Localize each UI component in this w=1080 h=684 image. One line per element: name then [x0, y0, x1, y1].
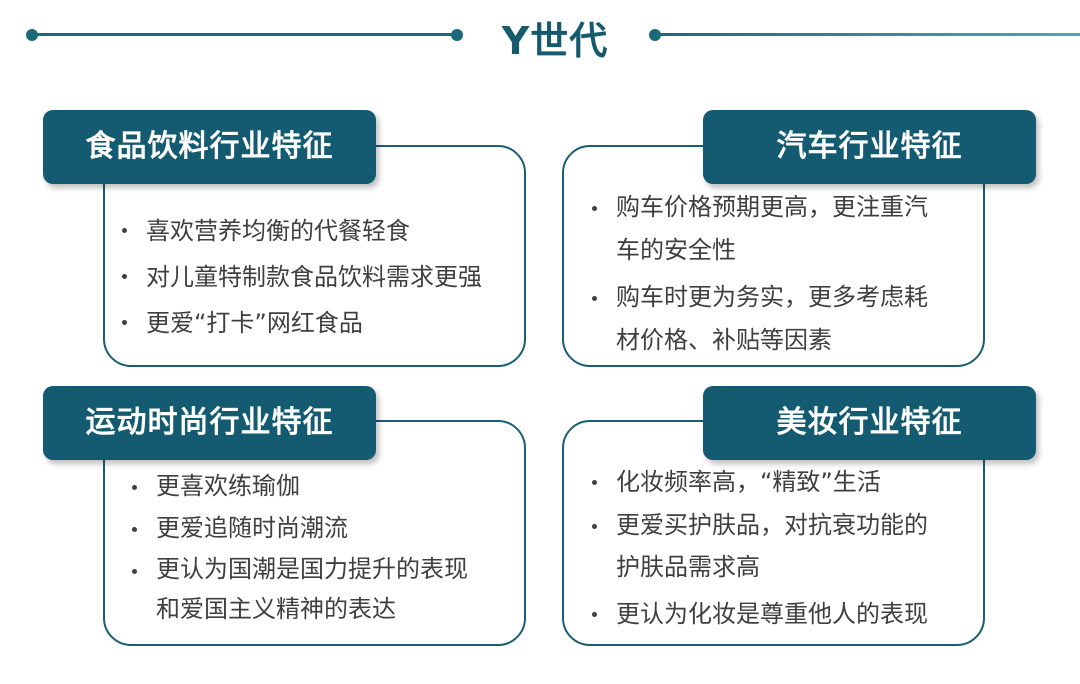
panel-food-beverage-heading: 食品饮料行业特征 [43, 110, 376, 184]
list-item-line: 材价格、补贴等因素 [616, 326, 832, 354]
list-item: 更喜欢练瑜伽 [122, 465, 468, 507]
list-item-line: 更爱买护肤品，对抗衰功能的 [616, 511, 928, 539]
title-divider-left [32, 33, 457, 36]
title-divider-dot [451, 28, 463, 41]
list-item-line: 和爱国主义精神的表达 [156, 595, 396, 623]
panel-sports-fashion-list: 更喜欢练瑜伽 更爱追随时尚潮流 更认为国潮是国力提升的表现 和爱国主义精神的表达 [122, 465, 468, 633]
list-item: 更爱买护肤品，对抗衰功能的 护肤品需求高 [582, 504, 928, 588]
list-item-line: 更认为国潮是国力提升的表现 [156, 555, 468, 583]
list-item-line: 购车时更为务实，更多考虑耗 [616, 283, 928, 311]
list-item: 更爱追随时尚潮流 [122, 507, 468, 549]
list-item: 更爱“打卡”网红食品 [112, 300, 482, 346]
panel-auto-list: 购车价格预期更高，更注重汽 车的安全性 购车时更为务实，更多考虑耗 材价格、补贴… [582, 186, 928, 366]
panel-beauty-heading: 美妆行业特征 [703, 386, 1036, 460]
list-item: 购车价格预期更高，更注重汽 车的安全性 [582, 186, 928, 272]
list-item: 喜欢营养均衡的代餐轻食 [112, 208, 482, 254]
list-item: 更认为化妆是尊重他人的表现 [582, 592, 928, 636]
list-item: 对儿童特制款食品饮料需求更强 [112, 254, 482, 300]
list-item: 购车时更为务实，更多考虑耗 材价格、补贴等因素 [582, 276, 928, 362]
panel-beauty-list: 化妆频率高，“精致”生活 更爱买护肤品，对抗衰功能的 护肤品需求高 更认为化妆是… [582, 460, 928, 636]
list-item: 更认为国潮是国力提升的表现 和爱国主义精神的表达 [122, 549, 468, 629]
title-divider-dot [26, 28, 38, 41]
list-item-line: 护肤品需求高 [616, 553, 760, 581]
list-item-line: 车的安全性 [616, 236, 736, 264]
title-divider-right [655, 33, 1080, 36]
list-item: 化妆频率高，“精致”生活 [582, 460, 928, 504]
panel-food-beverage-list: 喜欢营养均衡的代餐轻食 对儿童特制款食品饮料需求更强 更爱“打卡”网红食品 [112, 208, 482, 346]
list-item-line: 购车价格预期更高，更注重汽 [616, 193, 928, 221]
page-title: Y世代 [501, 19, 609, 63]
panel-sports-fashion-heading: 运动时尚行业特征 [43, 386, 376, 460]
panel-auto-heading: 汽车行业特征 [703, 110, 1036, 184]
